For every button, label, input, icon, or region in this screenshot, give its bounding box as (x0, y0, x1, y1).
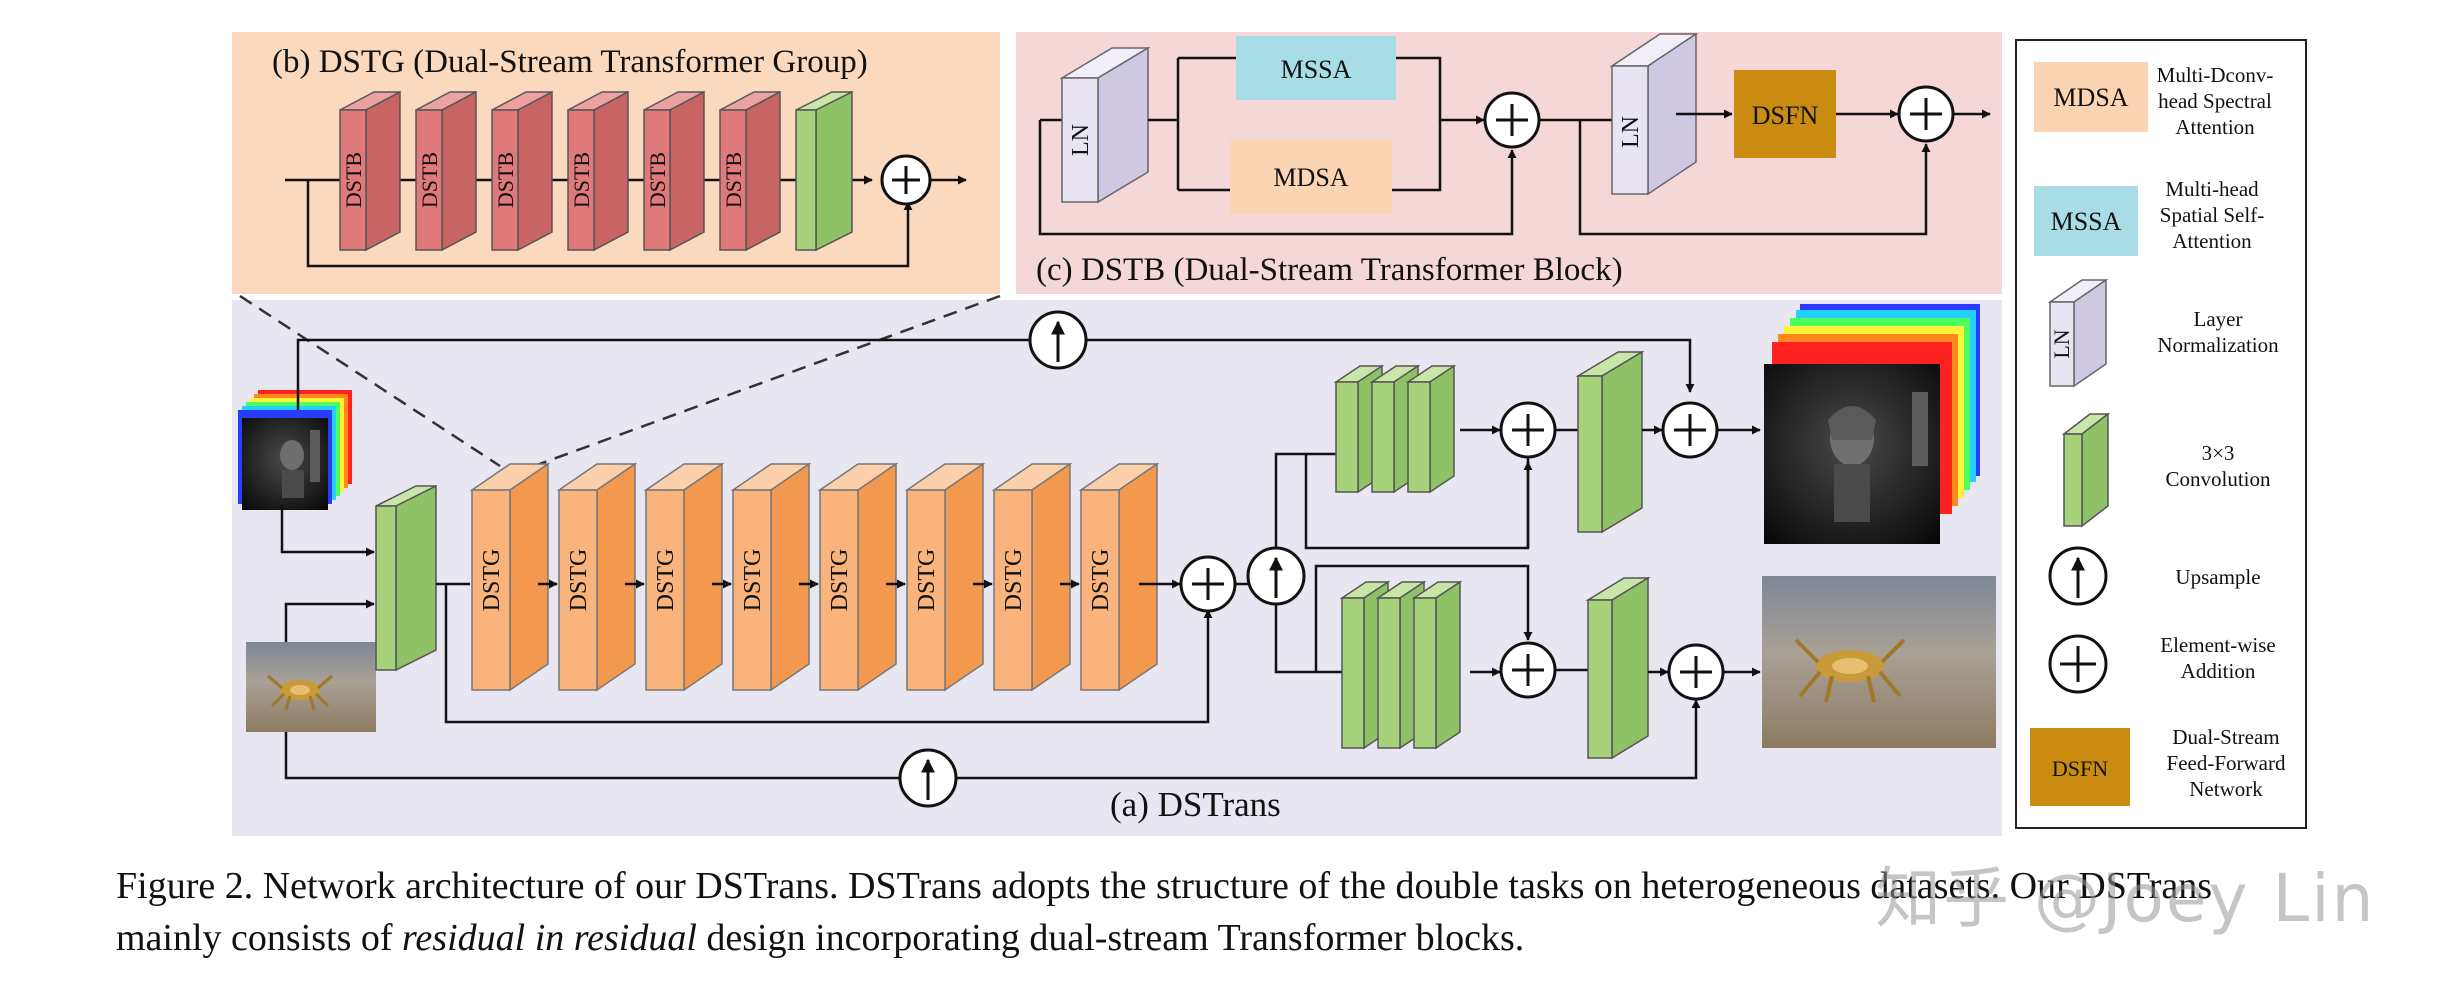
mdsa-block (1230, 140, 1392, 214)
upsample-node-bottom (898, 748, 958, 808)
zoom-line-left (239, 294, 501, 468)
dsfn-block (1734, 70, 1836, 158)
dstg-label: DSTG (1001, 549, 1027, 612)
legend-ln-cube: LN (2047, 278, 2109, 388)
mssa-block (1236, 36, 1396, 100)
dstb-label: DSTB (569, 152, 594, 208)
dstg-block: DSTG (904, 462, 986, 692)
dstg-add-node (880, 154, 932, 206)
legend-upsample-desc: Upsample (2175, 565, 2260, 589)
shallow-conv-block (375, 484, 437, 672)
legend-mdsa-tag: MDSA (2053, 83, 2128, 112)
panel-a-title: (a) DSTrans (1110, 785, 1281, 824)
lower-add-node (1499, 641, 1557, 699)
legend-mssa-tag: MSSA (2051, 207, 2122, 236)
figure-caption-line-2: mainly consists of residual in residual … (116, 912, 2446, 964)
mssa-label: MSSA (1281, 55, 1352, 84)
legend-dsfn-tag: DSFN (2052, 756, 2108, 781)
lower-output-add-node (1667, 643, 1725, 701)
dstg-label: DSTG (827, 549, 853, 612)
dstb-block: DSTB (643, 90, 705, 252)
dstrans-main: DSTG DSTG DSTG DSTG DSTG DSTG DSTG DSTG (238, 304, 1996, 808)
input-rgb-image (246, 642, 376, 732)
dstg-block: DSTG (643, 462, 725, 692)
dstb-ln-block-1: LN (1059, 46, 1151, 204)
dsfn-label: DSFN (1752, 101, 1819, 130)
legend-conv-cube (2061, 412, 2111, 528)
watermark: 知乎 @Joey Lin (1875, 860, 2376, 937)
upsample-node-top (1028, 310, 1088, 370)
mdsa-label: MDSA (1273, 163, 1348, 192)
legend-dsfn-swatch (2030, 728, 2130, 806)
legend-ln-tag: LN (2049, 329, 2074, 358)
dstg-label: DSTG (1088, 549, 1114, 612)
dstb-label: DSTB (493, 152, 518, 208)
dstg-label: DSTG (566, 549, 592, 612)
panel-c-background (1016, 32, 2002, 294)
dstg-block: DSTG (1078, 462, 1160, 692)
branch-conv-block (1405, 364, 1457, 494)
dstb-ln-block-2: LN (1609, 32, 1699, 196)
dstb-label: DSTB (341, 152, 366, 208)
dstg-label: DSTG (740, 549, 766, 612)
upper-branch-conv-stack (1333, 364, 1457, 494)
dstg-conv-block (795, 90, 853, 252)
dstb-add-node-1 (1483, 91, 1541, 149)
dstb-block: DSTB (719, 90, 781, 252)
caption-text-pre: mainly consists of (116, 917, 403, 959)
output-rgb-image (1762, 576, 1996, 748)
dstb-detail: LN MSSA MDSA LN DSFN (1038, 32, 1991, 236)
dstg-label: DSTG (479, 549, 505, 612)
upper-output-conv-block (1575, 350, 1645, 534)
dstb-label: DSTB (417, 152, 442, 208)
branch-conv-block (1411, 580, 1463, 750)
caption-text-post: design incorporating dual-stream Transfo… (696, 917, 1525, 959)
legend-addition-icon (2048, 634, 2108, 694)
panel-c-title: (c) DSTB (Dual-Stream Transformer Block) (1036, 252, 1623, 288)
output-hyperspectral-image (1764, 304, 1980, 544)
caption-text-emphasis: residual in residual (402, 917, 697, 959)
dstg-block: DSTG (556, 462, 638, 692)
lower-output-conv-block (1585, 576, 1651, 760)
legend-mssa-swatch (2034, 186, 2138, 256)
legend-frame (2015, 39, 2307, 829)
dstg-label: DSTG (914, 549, 940, 612)
dstb-ln-label-2: LN (1618, 116, 1644, 148)
main-add-node (1179, 555, 1237, 613)
upper-output-add-node (1661, 401, 1719, 459)
dstb-ln-label-1: LN (1068, 124, 1094, 156)
input-hyperspectral-image (238, 390, 352, 510)
dstb-block: DSTB (415, 90, 477, 252)
dstb-label: DSTB (645, 152, 670, 208)
dstg-block: DSTG (817, 462, 899, 692)
dstg-block: DSTG (730, 462, 812, 692)
dstg-detail: DSTB DSTB DSTB DSTB DSTB DSTB (285, 90, 967, 268)
dstg-block: DSTG (991, 462, 1073, 692)
dstb-label: DSTB (721, 152, 746, 208)
dstb-add-node-2 (1897, 85, 1955, 143)
dstg-label: DSTG (653, 549, 679, 612)
zoom-line-right (533, 294, 1001, 468)
upper-add-node (1499, 401, 1557, 459)
legend-upsample-icon (2048, 546, 2108, 606)
main-upsample-node (1246, 546, 1306, 606)
panel-b-title: (b) DSTG (Dual-Stream Transformer Group) (272, 44, 868, 80)
dstb-block: DSTB (491, 90, 553, 252)
dstb-block: DSTB (339, 90, 401, 252)
dstb-block: DSTB (567, 90, 629, 252)
legend-mdsa-swatch (2034, 62, 2148, 132)
lower-branch-conv-stack (1339, 580, 1463, 750)
figure-caption-line-1: Figure 2. Network architecture of our DS… (116, 865, 2213, 907)
dstrans-architecture-diagram: (b) DSTG (Dual-Stream Transformer Group)… (232, 32, 2307, 836)
dstg-block: DSTG (469, 462, 551, 692)
